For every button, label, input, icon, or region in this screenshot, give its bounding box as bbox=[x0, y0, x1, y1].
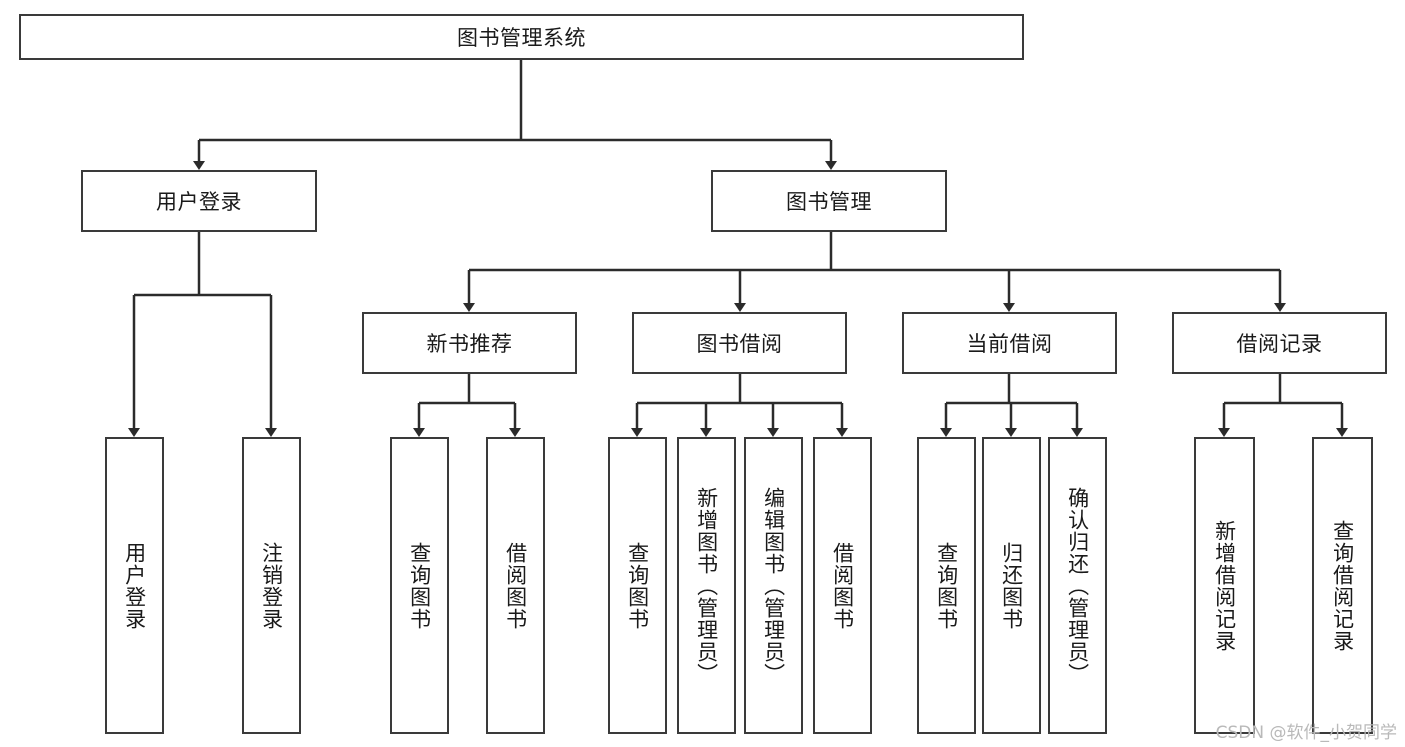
node-current-borrow[interactable]: 当前借阅 bbox=[902, 312, 1117, 374]
node-label: 图书管理系统 bbox=[457, 26, 586, 50]
node-label: 借阅记录 bbox=[1236, 332, 1323, 356]
node-label: 归还图书 bbox=[999, 541, 1024, 630]
node-label: 新书推荐 bbox=[426, 332, 513, 356]
node-book-borrow[interactable]: 图书借阅 bbox=[632, 312, 847, 374]
node-leaf-logout[interactable]: 注销登录 bbox=[242, 437, 301, 734]
node-leaf-query-book-current[interactable]: 查询图书 bbox=[917, 437, 976, 734]
node-label: 确认归还（管理员） bbox=[1065, 486, 1090, 685]
node-label: 借阅图书 bbox=[503, 541, 528, 630]
node-label: 查询图书 bbox=[625, 541, 650, 630]
node-leaf-confirm-return-admin[interactable]: 确认归还（管理员） bbox=[1048, 437, 1107, 734]
node-user-login[interactable]: 用户登录 bbox=[81, 170, 317, 232]
node-label: 当前借阅 bbox=[966, 332, 1053, 356]
node-label: 查询图书 bbox=[407, 541, 432, 630]
node-label: 图书借阅 bbox=[696, 332, 783, 356]
node-leaf-query-book-newbook[interactable]: 查询图书 bbox=[390, 437, 449, 734]
node-label: 图书管理 bbox=[786, 190, 872, 214]
node-label: 用户登录 bbox=[156, 190, 242, 214]
node-label: 新增借阅记录 bbox=[1212, 519, 1237, 652]
node-leaf-edit-book-admin[interactable]: 编辑图书（管理员） bbox=[744, 437, 803, 734]
node-root-book-management-system[interactable]: 图书管理系统 bbox=[19, 14, 1024, 60]
node-leaf-borrow-book-newbook[interactable]: 借阅图书 bbox=[486, 437, 545, 734]
node-label: 新增图书（管理员） bbox=[694, 486, 719, 685]
node-borrow-record[interactable]: 借阅记录 bbox=[1172, 312, 1387, 374]
node-leaf-return-book[interactable]: 归还图书 bbox=[982, 437, 1041, 734]
node-book-management[interactable]: 图书管理 bbox=[711, 170, 947, 232]
node-label: 编辑图书（管理员） bbox=[761, 486, 786, 685]
node-leaf-query-book-borrow[interactable]: 查询图书 bbox=[608, 437, 667, 734]
node-leaf-add-book-admin[interactable]: 新增图书（管理员） bbox=[677, 437, 736, 734]
node-label: 查询图书 bbox=[934, 541, 959, 630]
node-new-book-recommend[interactable]: 新书推荐 bbox=[362, 312, 577, 374]
node-leaf-user-login[interactable]: 用户登录 bbox=[105, 437, 164, 734]
node-label: 借阅图书 bbox=[830, 541, 855, 630]
node-leaf-borrow-book[interactable]: 借阅图书 bbox=[813, 437, 872, 734]
csdn-watermark: CSDN @软件_小贺同学 bbox=[1215, 723, 1397, 743]
node-leaf-add-borrow-record[interactable]: 新增借阅记录 bbox=[1194, 437, 1255, 734]
node-label: 注销登录 bbox=[259, 541, 284, 630]
node-label: 查询借阅记录 bbox=[1330, 519, 1355, 652]
node-leaf-query-borrow-record[interactable]: 查询借阅记录 bbox=[1312, 437, 1373, 734]
node-label: 用户登录 bbox=[122, 541, 147, 630]
